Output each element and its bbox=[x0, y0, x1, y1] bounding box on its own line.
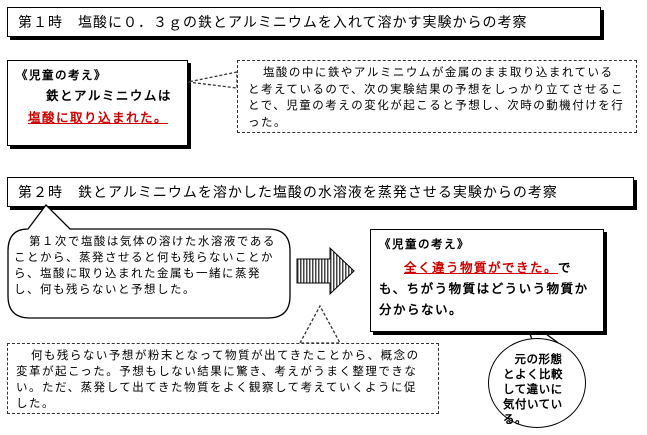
left-bubble-text: 第１次で塩酸は気体の溶けた水溶液であることから、蒸発させると何も残らないことから… bbox=[14, 234, 276, 296]
section2-bottom-note: 何も残らない予想が粉末となって物質が出てきたことから、概念の変革が起こった。予想… bbox=[7, 343, 439, 414]
striped-arrow bbox=[296, 246, 355, 296]
section1-title: 第１時 塩酸に０．３ｇの鉄とアルミニウムを入れて溶かす実験からの考察 bbox=[7, 7, 601, 37]
note2-pointer bbox=[298, 304, 342, 344]
section1-child-box: 《児童の考え》 鉄とアルミニウムは 塩酸に取り込まれた。 bbox=[7, 60, 188, 146]
section2-child-body: 全く違う物質ができた。でも、ちがう物質はどういう物質か分からない。 bbox=[379, 257, 595, 320]
section1-note-text: 塩酸の中に鉄やアルミニウムが金属のまま取り込まれていると考えているので、次の実験… bbox=[248, 65, 625, 129]
section1-note: 塩酸の中に鉄やアルミニウムが金属のまま取り込まれていると考えているので、次の実験… bbox=[237, 60, 637, 133]
left-bubble-shape bbox=[7, 204, 291, 319]
section1-child-line1: 鉄とアルミニウムは bbox=[46, 87, 172, 103]
oval-note-text: 元の形態とよく比較して違いに気付いている。 bbox=[503, 352, 563, 426]
section2-bottom-note-text: 何も残らない予想が粉末となって物質が出てきたことから、概念の変革が起こった。予想… bbox=[16, 348, 420, 410]
section2-child-highlight: 全く違う物質ができた。 bbox=[404, 259, 559, 275]
section2-child-heading: 《児童の考え》 bbox=[379, 237, 470, 251]
section2-title: 第２時 鉄とアルミニウムを溶かした塩酸の水溶液を蒸発させる実験からの考察 bbox=[7, 177, 634, 207]
section1-child-highlight: 塩酸に取り込まれた。 bbox=[28, 110, 169, 125]
oval-note: 元の形態とよく比較して違いに気付いている。 bbox=[488, 338, 586, 428]
section2-child-box: 《児童の考え》 全く違う物質ができた。でも、ちがう物質はどういう物質か分からない… bbox=[370, 229, 604, 332]
section2-child-rest: でも、ちがう物質はどういう物質か分からない。 bbox=[379, 259, 589, 317]
section1-child-heading: 《児童の考え》 bbox=[16, 68, 107, 82]
left-bubble: 第１次で塩酸は気体の溶けた水溶液であることから、蒸発させると何も残らないことから… bbox=[14, 233, 286, 315]
